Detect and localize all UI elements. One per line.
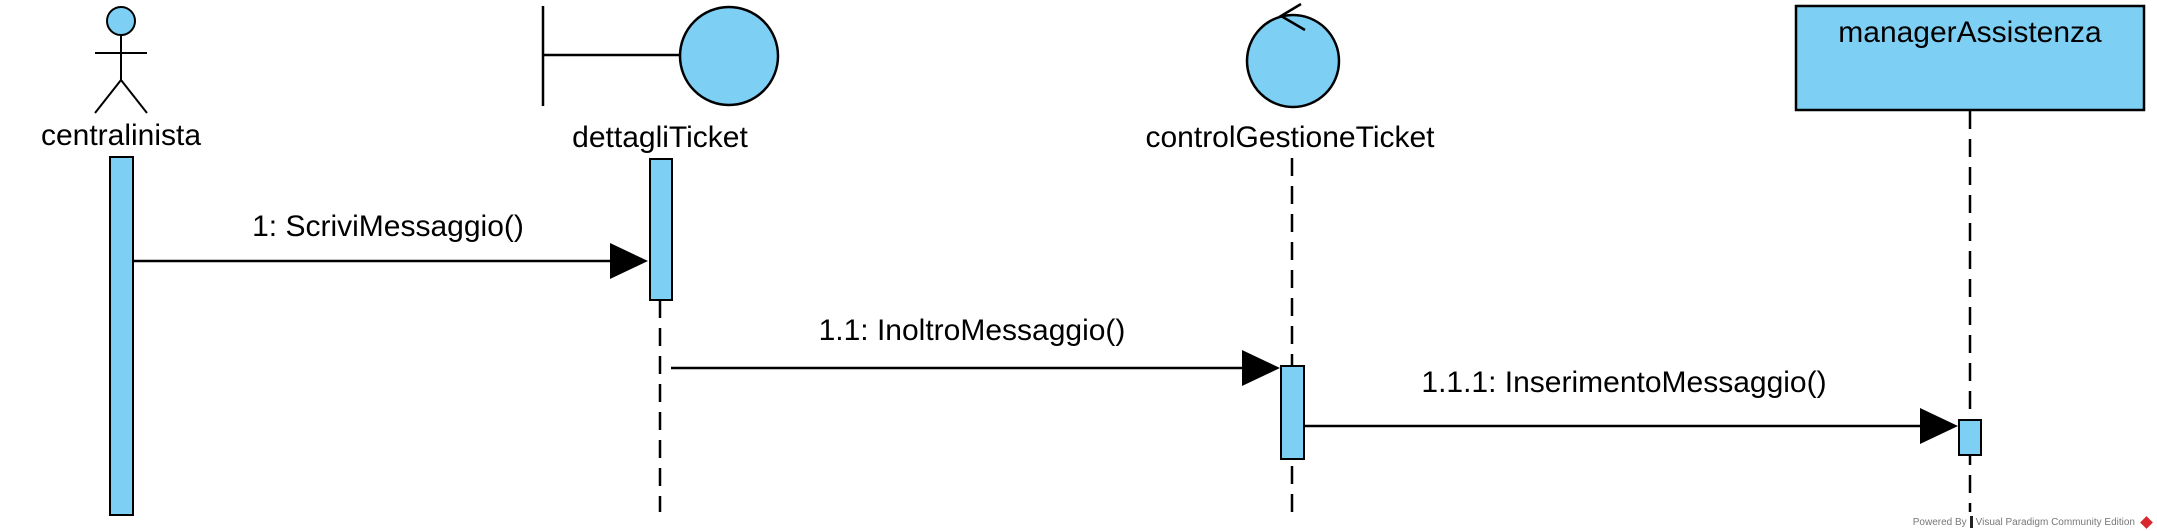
watermark-prefix: Powered By: [1912, 516, 1967, 528]
participant-label-managerAssistenza: managerAssistenza: [1838, 16, 2102, 49]
message-1-1-1[interactable]: 1.1.1: InserimentoMessaggio(): [1304, 366, 1958, 444]
participant-label-centralinista: centralinista: [41, 119, 201, 152]
actor-head: [106, 6, 136, 36]
control-arrowhead-icon: [1278, 2, 1306, 32]
visual-paradigm-logo-icon: [2140, 515, 2153, 529]
message-1[interactable]: 1: ScriviMessaggio(): [133, 210, 648, 279]
message-arrowhead-icon: [1242, 350, 1280, 386]
watermark-bar-icon: [1969, 516, 1973, 528]
message-1-1[interactable]: 1.1: InoltroMessaggio(): [671, 314, 1280, 386]
activation-bar-controlGestioneTicket: [1280, 365, 1305, 460]
participant-label-dettagliTicket: dettagliTicket: [572, 121, 748, 154]
activation-bar-dettagliTicket: [649, 158, 673, 301]
class-box: [1794, 4, 2146, 112]
message-label: 1.1: InoltroMessaggio(): [819, 314, 1126, 347]
message-label: 1: ScriviMessaggio(): [252, 210, 524, 243]
control-circle: [1245, 13, 1341, 109]
message-arrowhead-icon: [610, 243, 648, 279]
activation-bar-managerAssistenza: [1958, 419, 1982, 456]
class-managerAssistenza[interactable]: managerAssistenza: [1794, 4, 2146, 112]
watermark-product: Visual Paradigm Community Edition: [1975, 516, 2135, 528]
actor-left-leg: [94, 79, 122, 114]
boundary-circle: [678, 5, 780, 107]
actor-right-leg: [120, 79, 148, 114]
watermark: Powered By Visual Paradigm Community Edi…: [1912, 515, 2153, 529]
participant-label-controlGestioneTicket: controlGestioneTicket: [1145, 121, 1435, 154]
message-label: 1.1.1: InserimentoMessaggio(): [1421, 366, 1826, 399]
activation-bar-centralinista: [109, 156, 134, 516]
message-arrowhead-icon: [1920, 408, 1958, 444]
control-controlGestioneTicket[interactable]: controlGestioneTicket: [1145, 2, 1435, 154]
actor-centralinista[interactable]: centralinista: [41, 6, 201, 152]
boundary-dettagliTicket[interactable]: dettagliTicket: [541, 5, 780, 154]
